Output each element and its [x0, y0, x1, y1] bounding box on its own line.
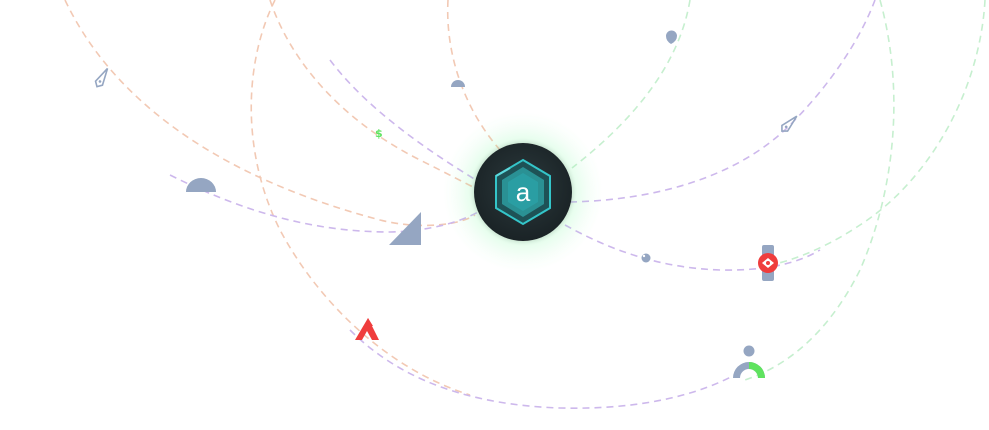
- triangle-icon: [389, 212, 421, 245]
- orbit-orange-2: [269, 0, 476, 189]
- orbit-purple-3: [569, 0, 876, 203]
- orbit-purple-1: [169, 174, 479, 233]
- orbit-green-2: [744, 0, 895, 381]
- orbit-purple-2: [329, 59, 477, 181]
- hub-logo[interactable]: a: [474, 143, 572, 241]
- orbit-orange-1: [64, 0, 476, 227]
- red-a-logo-icon: [355, 318, 379, 340]
- hexagon-a-logo-icon: a: [495, 158, 551, 226]
- svg-text:a: a: [516, 177, 531, 207]
- user-icon: [733, 345, 765, 378]
- dollar-icon: $: [375, 127, 383, 140]
- orbit-green-3: [774, 0, 986, 265]
- dot-icon: [641, 253, 651, 263]
- watch-icon: [758, 245, 778, 281]
- pen-nib-icon: [94, 67, 109, 88]
- orbit-green-1: [571, 0, 691, 169]
- half-circle-small-icon: [451, 80, 465, 87]
- orbit-orange-4: [446, 0, 501, 151]
- orbit-purple-4: [564, 224, 821, 271]
- half-circle-icon: [186, 178, 216, 192]
- orbit-purple-5: [349, 329, 741, 409]
- pen-nib-right-icon: [781, 115, 798, 132]
- drop-icon: [666, 30, 677, 44]
